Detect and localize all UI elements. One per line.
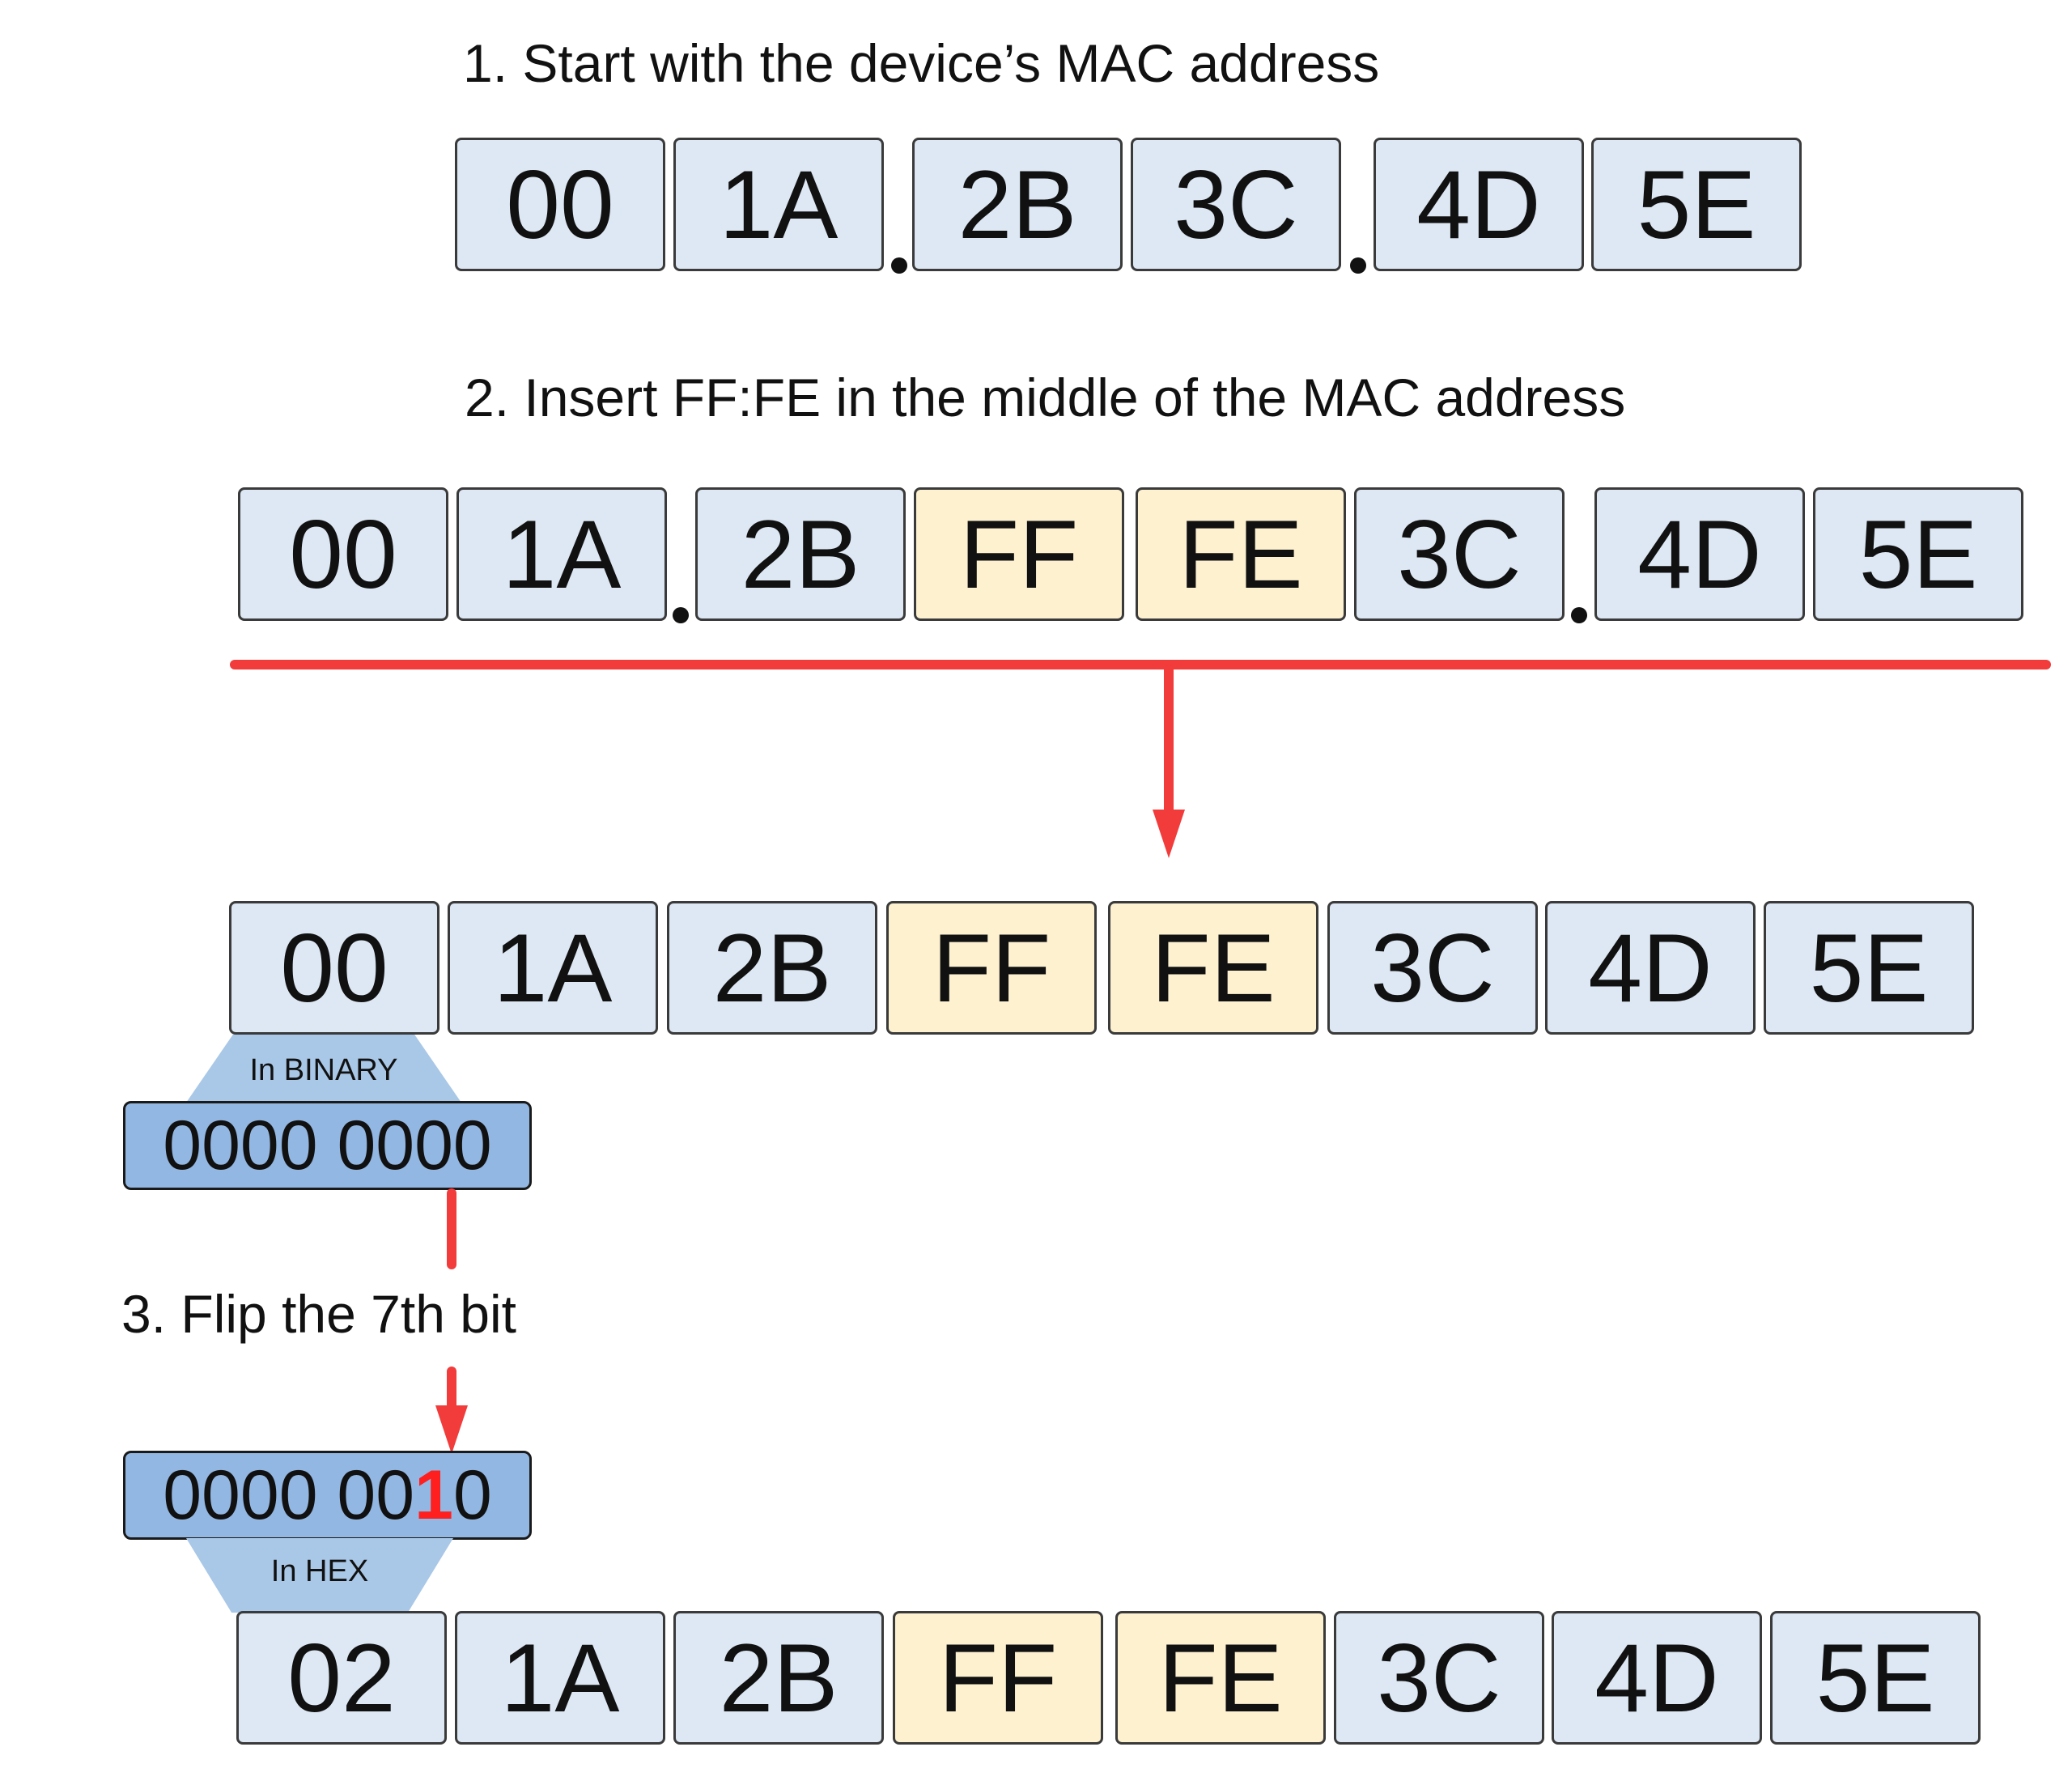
octet-cell: 2B: [912, 138, 1123, 271]
octet-cell: 4D: [1552, 1611, 1762, 1745]
octet-cell: 00: [229, 901, 439, 1035]
binary-connector: [186, 1035, 461, 1103]
octet-cell: 5E: [1813, 487, 2023, 621]
inserted-octet-fe: FE: [1108, 901, 1318, 1035]
flip-arrow-shaft: [447, 1367, 456, 1415]
octet-cell: 5E: [1764, 901, 1974, 1035]
step2-title: 2. Insert FF:FE in the middle of the MAC…: [465, 368, 1626, 427]
octet-cell: 5E: [1770, 1611, 1981, 1745]
octet-cell: 4D: [1545, 901, 1756, 1035]
octet-cell: 00: [238, 487, 448, 621]
inserted-octet-ff: FF: [893, 1611, 1103, 1745]
step3-title: 3. Flip the 7th bit: [121, 1284, 516, 1344]
octet-cell: 2B: [695, 487, 906, 621]
step1-title: 1. Start with the device’s MAC address: [463, 33, 1380, 93]
inserted-octet-ff: FF: [886, 901, 1097, 1035]
octet-cell: 3C: [1354, 487, 1565, 621]
octet-cell: 1A: [673, 138, 884, 271]
flipped-binary-prefix: 0000 00: [163, 1456, 415, 1534]
octet-cell: 2B: [667, 901, 877, 1035]
inserted-octet-fe: FE: [1136, 487, 1346, 621]
octet-cell: 1A: [448, 901, 658, 1035]
separator-dot: [1571, 607, 1587, 623]
flip-connector-line: [447, 1188, 456, 1269]
octet-cell: 3C: [1131, 138, 1341, 271]
octet-cell: 3C: [1327, 901, 1538, 1035]
separator-dot: [673, 607, 689, 623]
inserted-octet-ff: FF: [914, 487, 1124, 621]
flipped-binary-suffix: 0: [452, 1456, 492, 1534]
separator-dot: [891, 257, 907, 274]
binary-value-box: 0000 0000: [123, 1101, 532, 1190]
octet-cell: 1A: [455, 1611, 665, 1745]
octet-cell: 1A: [456, 487, 667, 621]
hex-label: In HEX: [270, 1554, 369, 1588]
merge-arrow-head: [1153, 810, 1185, 858]
binary-label: In BINARY: [249, 1053, 398, 1087]
octet-cell: 2B: [673, 1611, 884, 1745]
octet-cell: 4D: [1374, 138, 1584, 271]
flipped-bit: 1: [414, 1456, 453, 1534]
merge-bracket-line: [230, 660, 2051, 669]
octet-cell: 00: [455, 138, 665, 271]
octet-cell: 3C: [1334, 1611, 1544, 1745]
separator-dot: [1350, 257, 1366, 274]
octet-cell: 5E: [1591, 138, 1802, 271]
octet-cell: 02: [236, 1611, 447, 1745]
merge-arrow-shaft: [1164, 665, 1174, 819]
flip-arrow-head: [435, 1405, 468, 1454]
inserted-octet-fe: FE: [1115, 1611, 1326, 1745]
hex-connector: [186, 1538, 453, 1613]
octet-cell: 4D: [1594, 487, 1805, 621]
